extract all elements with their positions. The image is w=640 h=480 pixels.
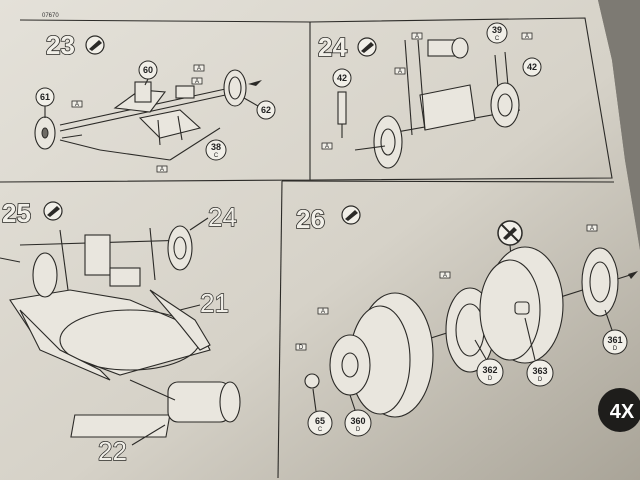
svg-text:D: D <box>356 427 361 433</box>
svg-text:62: 62 <box>261 105 271 115</box>
svg-text:60: 60 <box>143 65 153 75</box>
paper-edge-shadow <box>598 0 640 250</box>
glue-tube-icon <box>85 35 105 55</box>
glue-tube-icon <box>357 37 377 57</box>
step-25-number: 25 <box>2 198 31 228</box>
svg-text:42: 42 <box>527 62 537 72</box>
panel-frames <box>0 17 615 479</box>
svg-text:A: A <box>415 34 419 40</box>
svg-text:61: 61 <box>40 92 50 102</box>
svg-text:A: A <box>590 226 594 232</box>
part-label-42-right: 42 <box>522 57 542 77</box>
wheel-exploded-drawing <box>304 246 638 418</box>
sprue-flag: A <box>521 32 533 40</box>
svg-text:C: C <box>318 427 323 433</box>
part-label-42-left: 42 <box>332 68 352 88</box>
svg-text:363: 363 <box>532 366 547 376</box>
sheet-code: 07670 <box>42 13 59 19</box>
part-label-39: 39 C <box>486 22 508 44</box>
sprue-flag: A <box>317 307 329 315</box>
svg-text:38: 38 <box>211 142 221 152</box>
svg-text:D: D <box>613 346 618 352</box>
sprue-flag: A <box>394 67 406 75</box>
step-24: 24 39 C 42 <box>317 22 542 169</box>
step-23-number: 23 <box>46 30 75 60</box>
svg-text:D: D <box>538 377 543 383</box>
callout-21: 21 <box>200 288 229 318</box>
svg-text:A: A <box>443 273 447 279</box>
callout-22: 22 <box>98 436 127 466</box>
part-label-60: 60 <box>138 60 158 86</box>
svg-text:A: A <box>325 144 329 150</box>
svg-text:A: A <box>525 34 529 40</box>
svg-text:42: 42 <box>337 73 347 83</box>
part-label-362: 362 D <box>474 339 504 386</box>
part-label-360: 360 D <box>344 394 372 437</box>
svg-text:A: A <box>321 309 325 315</box>
part-label-62: 62 <box>243 97 276 120</box>
sprue-flag: A <box>156 165 168 173</box>
svg-text:A: A <box>160 167 164 173</box>
step-23: 23 61 <box>34 29 276 173</box>
svg-text:A: A <box>75 102 79 108</box>
part-label-361: 361 D <box>602 309 628 355</box>
no-glue-icon <box>497 220 523 301</box>
sprue-flag: A <box>193 64 205 72</box>
svg-text:A: A <box>398 69 402 75</box>
svg-text:362: 362 <box>482 365 497 375</box>
sprue-flag: D <box>295 343 307 351</box>
svg-text:65: 65 <box>315 416 325 426</box>
svg-text:C: C <box>214 153 219 159</box>
sprue-flag: A <box>71 100 83 108</box>
part-label-65: 65 C <box>307 388 333 436</box>
callout-24: 24 <box>208 202 237 232</box>
svg-text:4X: 4X <box>610 401 635 423</box>
step-26: 26 65 <box>295 203 640 437</box>
sprue-flag: A <box>191 77 203 85</box>
air-tank-drawing <box>70 379 241 438</box>
step-24-chassis-drawing <box>337 37 521 169</box>
part-label-61: 61 <box>35 87 55 118</box>
glue-tube-icon <box>341 205 361 225</box>
svg-text:360: 360 <box>350 416 365 426</box>
svg-text:D: D <box>488 376 493 382</box>
svg-text:C: C <box>495 36 500 42</box>
sprue-flag: A <box>439 271 451 279</box>
svg-text:A: A <box>197 66 201 72</box>
multiplier-badge: 4X <box>598 388 640 432</box>
part-label-363: 363 D <box>524 317 554 387</box>
sprue-flag: A <box>321 142 333 150</box>
step-25: 25 24 21 22 <box>0 197 241 467</box>
step-24-number: 24 <box>318 32 347 62</box>
sprue-flag: A <box>411 32 423 40</box>
part-label-38: 38 C <box>205 139 227 161</box>
sprue-flag: A <box>586 224 598 232</box>
step-23-axle-drawing <box>34 69 262 161</box>
svg-text:361: 361 <box>607 335 622 345</box>
svg-text:D: D <box>299 345 304 351</box>
svg-text:A: A <box>195 79 199 85</box>
step-26-number: 26 <box>296 204 325 234</box>
svg-text:39: 39 <box>492 25 502 35</box>
step-25-chassis-drawing <box>0 225 211 381</box>
glue-tube-icon <box>43 201 63 221</box>
